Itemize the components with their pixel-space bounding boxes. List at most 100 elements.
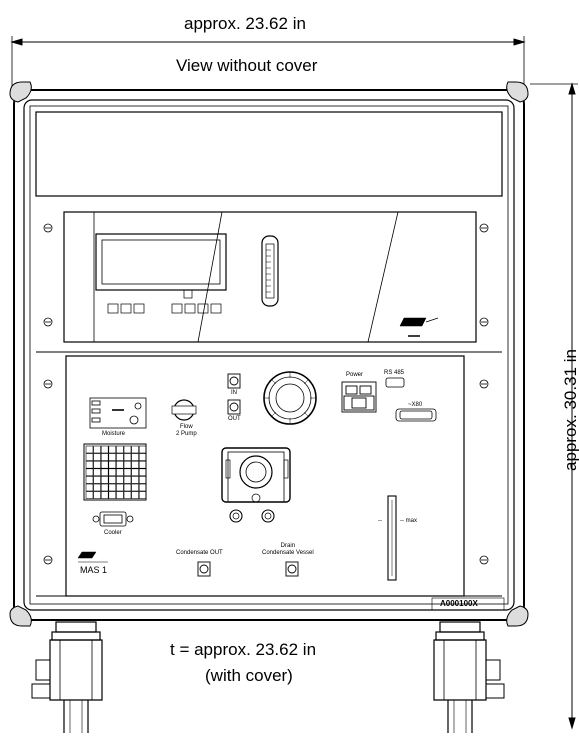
cooler-cell bbox=[123, 468, 132, 477]
cooler-cell bbox=[131, 483, 139, 492]
cooler-cell bbox=[116, 491, 124, 499]
analyzer-module bbox=[36, 195, 502, 343]
cooler-cell bbox=[131, 476, 139, 484]
cooler-cell bbox=[116, 460, 124, 469]
case-frame bbox=[9, 81, 529, 627]
cooler-cell bbox=[116, 476, 124, 484]
cooler-cell bbox=[93, 460, 101, 469]
cooler-cell bbox=[85, 453, 94, 461]
label-max: -- max bbox=[400, 518, 417, 524]
height-label: approx. 30.31 in bbox=[561, 349, 579, 471]
label-out: OUT bbox=[228, 416, 241, 422]
cooler-cell bbox=[138, 445, 147, 454]
cooler-cell bbox=[93, 483, 101, 492]
cooler-cell bbox=[116, 453, 124, 461]
gas-connectors bbox=[227, 373, 241, 415]
cooler-cell bbox=[123, 460, 132, 469]
height-dimension bbox=[530, 82, 578, 730]
label-in: IN bbox=[231, 390, 237, 396]
label-condensate-out: Condensate OUT bbox=[176, 550, 223, 556]
cooler-cell bbox=[108, 476, 117, 484]
cooler-cell bbox=[100, 483, 109, 492]
cooler-cell bbox=[93, 476, 101, 484]
cooler-cell bbox=[100, 476, 109, 484]
view-label: View without cover bbox=[176, 56, 318, 75]
label-flow-pump: Flow 2 Pump bbox=[176, 424, 197, 437]
right-caster bbox=[433, 621, 505, 733]
cooler-cell bbox=[100, 453, 109, 461]
cooler-cell bbox=[93, 468, 101, 477]
cooler-cell bbox=[123, 453, 132, 461]
cooler-cell bbox=[116, 468, 124, 477]
top-blank-panel bbox=[35, 111, 503, 197]
cooler-cell bbox=[131, 453, 139, 461]
manufacturer-logo bbox=[77, 551, 108, 563]
rs485-port bbox=[385, 377, 437, 422]
peristaltic-pump bbox=[221, 447, 291, 523]
cooler-cell bbox=[100, 460, 109, 469]
cooler-cell bbox=[123, 491, 132, 499]
level-indicator bbox=[387, 495, 397, 581]
cooler-cell bbox=[138, 468, 147, 477]
cooler-cell bbox=[123, 476, 132, 484]
cooler-cell bbox=[116, 483, 124, 492]
label-x80: ~X80 bbox=[408, 402, 423, 408]
cooler-cell bbox=[108, 483, 117, 492]
cooler-cell bbox=[108, 491, 117, 499]
cooler-cell bbox=[85, 491, 94, 499]
cooler-display bbox=[92, 511, 134, 527]
moisture-module bbox=[89, 397, 147, 429]
cooler-cell bbox=[100, 445, 109, 454]
screws-upper bbox=[43, 223, 489, 327]
cooler-cell bbox=[131, 468, 139, 477]
cooler-cell bbox=[131, 445, 139, 454]
cooler-cell bbox=[85, 483, 94, 492]
cooler-cell bbox=[131, 491, 139, 499]
conditioning-panel bbox=[36, 351, 502, 597]
cooler-cell bbox=[85, 460, 94, 469]
flow-pump bbox=[171, 399, 197, 421]
label-drain-vessel: Drain Condensate Vessel bbox=[262, 543, 314, 556]
cooler-grid bbox=[83, 443, 147, 501]
cooler-cell bbox=[93, 491, 101, 499]
cooler-cell bbox=[93, 453, 101, 461]
width-dimension bbox=[10, 36, 526, 90]
label-rs485: RS 485 bbox=[384, 370, 405, 376]
cooler-cell bbox=[108, 460, 117, 469]
cooler-cell bbox=[85, 468, 94, 477]
cooler-cell bbox=[85, 476, 94, 484]
power-module bbox=[341, 381, 377, 413]
width-label: approx. 23.62 in bbox=[184, 14, 306, 33]
cooler-cell bbox=[93, 445, 101, 454]
cooler-cell bbox=[138, 460, 147, 469]
filter-vessel bbox=[263, 371, 317, 425]
cooler-cell bbox=[138, 453, 147, 461]
condensate-connectors bbox=[197, 561, 299, 577]
depth-label: t = approx. 23.62 in bbox=[170, 640, 317, 659]
label-cooler: Cooler bbox=[104, 530, 122, 536]
label-model: MAS 1 bbox=[80, 565, 108, 575]
cooler-cell bbox=[100, 491, 109, 499]
cooler-cell bbox=[100, 468, 109, 477]
cooler-cell bbox=[108, 453, 117, 461]
cooler-cell bbox=[138, 483, 147, 492]
cooler-cell bbox=[108, 445, 117, 454]
cooler-cell bbox=[131, 460, 139, 469]
cooler-cell bbox=[85, 445, 94, 454]
cooler-cell bbox=[138, 491, 147, 499]
label-min: -- bbox=[378, 518, 382, 524]
label-power: Power bbox=[346, 372, 364, 378]
cooler-cell bbox=[116, 445, 124, 454]
cooler-cell bbox=[108, 468, 117, 477]
left-caster bbox=[31, 621, 103, 733]
cooler-cell bbox=[123, 483, 132, 492]
label-moisture: Moisture bbox=[102, 431, 126, 437]
cooler-cell bbox=[123, 445, 132, 454]
cooler-cell bbox=[138, 476, 147, 484]
part-number-plate bbox=[431, 597, 505, 611]
depth-note: (with cover) bbox=[205, 666, 293, 685]
screws-lower bbox=[43, 379, 489, 565]
label-part-number: A000100X bbox=[440, 599, 478, 608]
